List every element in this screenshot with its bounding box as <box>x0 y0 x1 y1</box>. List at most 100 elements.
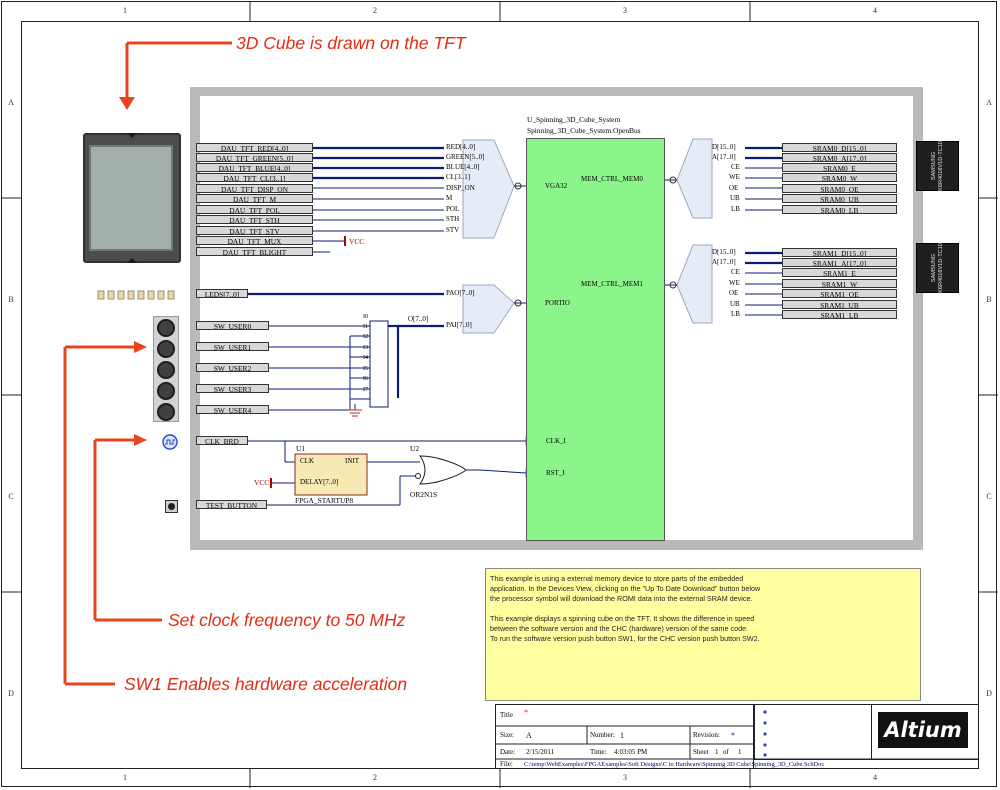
zone-bottom-2: 2 <box>373 773 377 782</box>
pao-pin: PAO[7..0] <box>446 289 475 297</box>
zone-left-d: D <box>8 689 14 698</box>
mem1-pin-d: D[15..0] <box>712 248 736 256</box>
file-label: File: <box>500 760 513 768</box>
vcc-label-u1: VCC <box>254 478 270 487</box>
zone-top-1: 1 <box>123 6 127 15</box>
mem1-pin-lb: LB <box>731 310 740 318</box>
port-sram1-oe: SRAM1_OE <box>782 289 897 298</box>
title-value: * <box>524 708 528 717</box>
vga-pin-disp-on: DISP_ON <box>446 184 475 192</box>
zone-top-4: 4 <box>873 6 877 15</box>
time-value: 4:03:05 PM <box>614 748 648 756</box>
date-value: 2/15/2011 <box>526 748 555 756</box>
mem0-pin-a: A[17..0] <box>712 153 736 161</box>
port-sram0-a: SRAM0_A[17..0] <box>782 153 897 162</box>
port-dau-tft-mux: DAU_TFT_MUX <box>196 236 313 245</box>
u1-ref: U1 <box>296 444 306 453</box>
processor-clk-pin: CLK_I <box>546 437 566 445</box>
date-label: Date: <box>500 748 516 756</box>
mem1-pin-a: A[17..0] <box>712 258 736 266</box>
port-sw-user2: SW_USER2 <box>196 363 269 372</box>
port-sw-user3: SW_USER3 <box>196 384 269 393</box>
port-clk-brd: CLK_BRD <box>196 436 248 445</box>
port-sram0-oe: SRAM0_OE <box>782 184 897 193</box>
size-value: A <box>526 731 532 740</box>
mem1-pin-oe: OE <box>729 289 739 297</box>
zone-bottom-4: 4 <box>873 773 877 782</box>
mem0-pin-d: D[15..0] <box>712 143 736 151</box>
processor-mem1: MEM_CTRL_MEM1 <box>581 280 643 288</box>
port-sram0-lb: SRAM0_LB <box>782 205 897 214</box>
vcc-label-mux: VCC <box>349 237 365 246</box>
vga-pin-red: RED[4..0] <box>446 143 476 151</box>
zone-left-c: C <box>8 492 14 501</box>
note-line-5: This example displays a spinning cube on… <box>490 614 755 623</box>
sw-user1-button[interactable] <box>157 340 175 358</box>
vga-pin-m: M <box>446 194 453 202</box>
zone-right-a: A <box>986 98 992 107</box>
u2-name: OR2N1S <box>410 490 438 499</box>
file-value: C:\temp\WebExamples\FPGAExamples\Soft De… <box>524 761 825 768</box>
port-sram1-a: SRAM1_A[17..0] <box>782 258 897 267</box>
sw-user4-button[interactable] <box>157 403 175 421</box>
vga-pin-sth: STH <box>446 215 460 223</box>
mem1-pin-ub: UB <box>730 300 740 308</box>
port-sw-user1: SW_USER1 <box>196 342 269 351</box>
zone-right-b: B <box>986 295 992 304</box>
clock-icon <box>162 434 178 450</box>
port-dau-tft-blight: DAU_TFT_BLIGHT <box>196 247 313 256</box>
port-dau-tft-green: DAU_TFT_GREEN[5..0] <box>196 153 313 162</box>
port-sram1-lb: SRAM1_LB <box>782 310 897 319</box>
sw-user3-button[interactable] <box>157 382 175 400</box>
vga-pin-stv: STV <box>446 226 460 234</box>
concat-pin-i0: I0 <box>363 314 368 320</box>
mem0-pin-lb: LB <box>731 205 740 213</box>
port-sram1-d: SRAM1_D[15..0] <box>782 248 897 257</box>
processor-vga-bus: VGA32 <box>545 182 568 190</box>
processor-port-bus: PORTIO <box>545 299 570 307</box>
concat-pin-i5: I5 <box>363 366 368 372</box>
concat-out: O[7..0] <box>408 315 429 323</box>
title-label: Title <box>500 711 513 719</box>
sw-user0-button[interactable] <box>157 319 175 337</box>
port-dau-tft-stv: DAU_TFT_STV <box>196 226 313 235</box>
vga-pin-green: GREEN[5..0] <box>446 153 485 161</box>
concat-pin-i4: I4 <box>363 355 368 361</box>
port-sram1-ub: SRAM1_UB <box>782 300 897 309</box>
number-label: Number: <box>590 731 615 739</box>
vga-pin-pol: POL <box>446 205 460 213</box>
u1-clk-pin: CLK <box>300 457 314 465</box>
mem1-pin-we: WE <box>729 279 740 287</box>
of-label: of <box>723 748 729 756</box>
processor-title: U_Spinning_3D_Cube_System <box>527 115 621 124</box>
number-value: 1 <box>620 731 624 740</box>
processor-mem0: MEM_CTRL_MEM0 <box>581 175 643 183</box>
tft-display-tabs <box>127 133 137 263</box>
port-sram1-w: SRAM1_W <box>782 279 897 288</box>
annotation-cube: 3D Cube is drawn on the TFT <box>236 33 466 53</box>
revision-value: * <box>731 731 735 740</box>
mem0-pin-ce: CE <box>731 163 740 171</box>
concat-pin-i1: I1 <box>363 324 368 330</box>
zone-right-c: C <box>986 492 992 501</box>
led-row <box>97 290 175 300</box>
note-line-7: To run the software version push button … <box>490 634 760 643</box>
port-sram1-e: SRAM1_E <box>782 268 897 277</box>
port-sram0-w: SRAM0_W <box>782 173 897 182</box>
time-label: Time: <box>590 748 607 756</box>
u1-name: FPGA_STARTUP8 <box>295 496 354 505</box>
port-dau-tft-m: DAU_TFT_M <box>196 194 313 203</box>
concat-pin-i7: I7 <box>363 387 368 393</box>
port-dau-tft-red: DAU_TFT_RED[4..0] <box>196 143 313 152</box>
annotation-sw1: SW1 Enables hardware acceleration <box>124 674 408 694</box>
zone-top-3: 3 <box>623 6 627 15</box>
sw-user2-button[interactable] <box>157 361 175 379</box>
altium-logo-text: Altium <box>884 718 962 742</box>
zone-left-a: A <box>8 98 14 107</box>
test-button-icon[interactable] <box>165 500 178 513</box>
mem0-pin-we: WE <box>729 173 740 181</box>
